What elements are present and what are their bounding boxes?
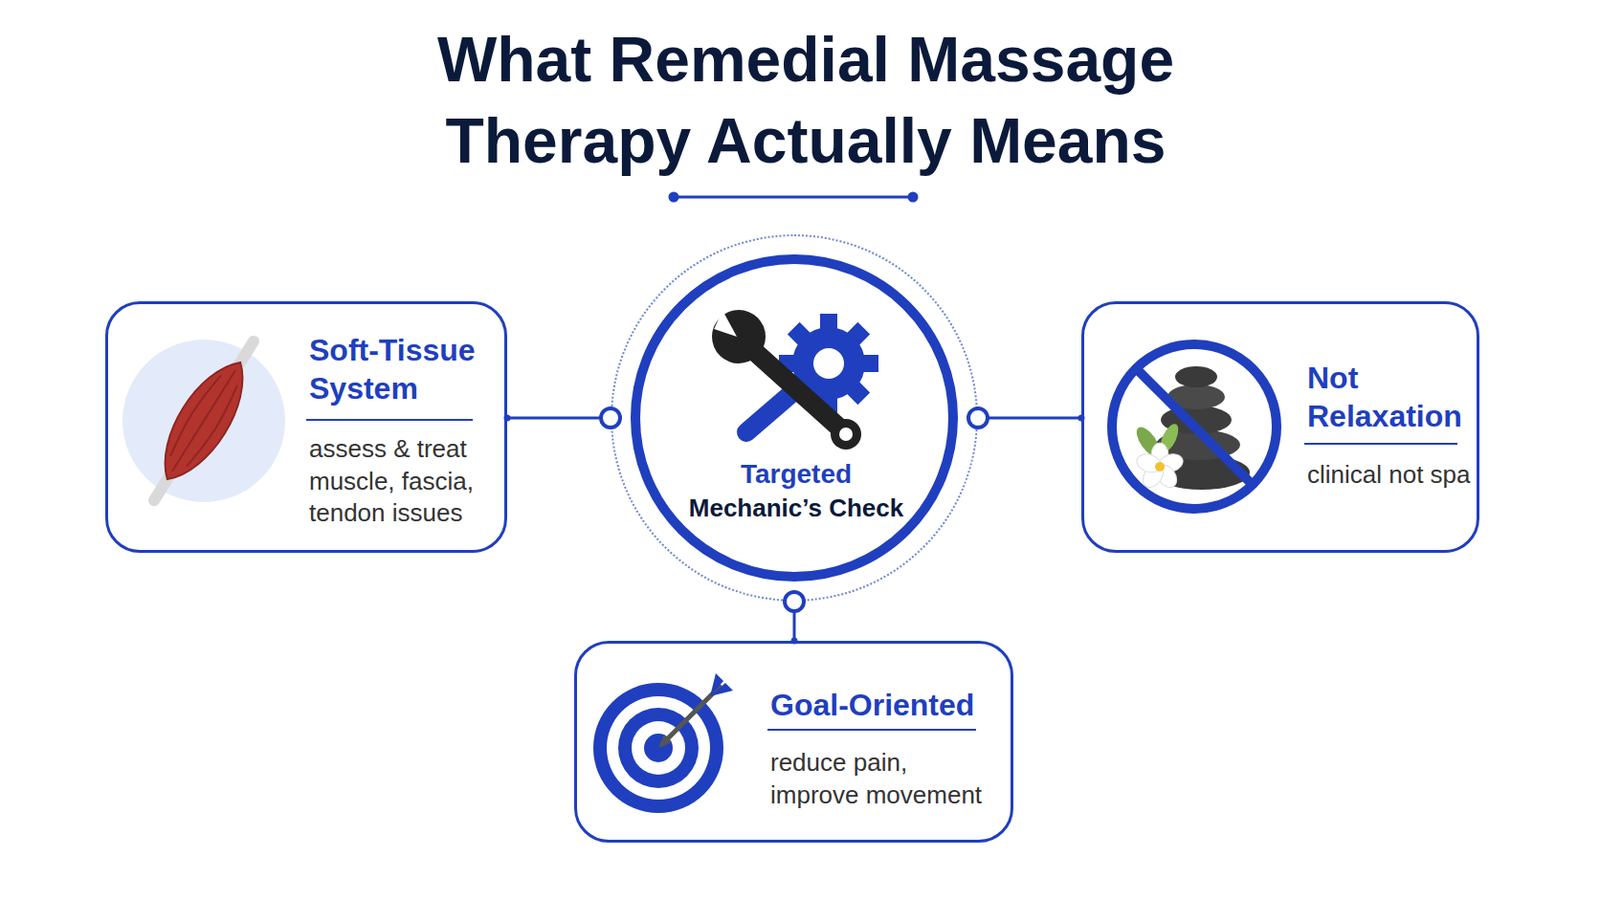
gear-icon: [711, 308, 879, 450]
wrench-notch: [711, 308, 737, 340]
divider-dot: [668, 192, 680, 203]
center-circle: TargetedMechanic’s Check: [610, 234, 978, 602]
connector-end-dot: [504, 415, 512, 423]
connector-end-dot: [1078, 415, 1086, 423]
muscle-icon: [133, 328, 274, 513]
connector-ring: [968, 408, 988, 428]
connector: [968, 408, 1086, 428]
arrow-shaft: [662, 687, 720, 745]
gear-hub: [813, 348, 845, 379]
prohibition-bar: [1135, 368, 1253, 486]
gear-tooth: [857, 355, 879, 373]
target-bullseye: [644, 733, 673, 763]
circle-subheading: Mechanic’s Check: [612, 491, 980, 525]
gear-tooth: [787, 322, 815, 350]
gear-body: [792, 327, 866, 400]
center-ring: [635, 259, 954, 578]
muscle-fibers: [160, 363, 247, 480]
stone: [1155, 429, 1241, 461]
connector-ring: [600, 408, 621, 428]
petal: [1152, 461, 1181, 492]
tendon: [154, 474, 171, 501]
diagram-title: What Remedial Massage Therapy Actually M…: [279, 19, 1333, 182]
stone: [1160, 405, 1232, 435]
heading-underline: [1304, 443, 1458, 445]
box-heading: Not Relaxation: [1307, 358, 1475, 436]
title-divider: [673, 196, 913, 200]
box-heading: Soft-Tissue System: [309, 331, 501, 408]
target-ring: [593, 683, 724, 814]
petal: [1138, 461, 1168, 492]
info-box: Soft-Tissue System assess & treat muscle,…: [105, 301, 508, 554]
gear-tooth: [820, 392, 838, 414]
target-icon: [593, 673, 734, 814]
muscle-belly: [146, 349, 262, 492]
gear-tooth: [843, 377, 870, 405]
info-box: Not Relaxation clinical not spa: [1081, 301, 1480, 554]
connector-line: [977, 417, 1082, 421]
heading-underline: [306, 419, 473, 422]
leaf: [1156, 422, 1182, 456]
icon-background: [1111, 344, 1277, 510]
gear-tooth: [778, 355, 800, 373]
tool-handle: [746, 384, 802, 433]
target-ring: [618, 708, 699, 789]
connector-end-dot: [791, 638, 799, 645]
gear-tooth: [787, 377, 815, 405]
arrow-fletching: [710, 673, 734, 697]
gear-tooth: [843, 322, 870, 350]
petal: [1133, 451, 1163, 476]
icon-background: [122, 339, 286, 503]
prohibition-ring: [1111, 344, 1277, 510]
stone: [1167, 384, 1225, 410]
circle-heading: Targeted: [612, 458, 980, 491]
arrow-head: [658, 734, 672, 749]
wrench-shaft: [744, 342, 841, 429]
tendon: [237, 341, 254, 368]
connector: [784, 592, 804, 645]
stone: [1154, 455, 1250, 490]
connector-ring: [784, 592, 804, 612]
info-box: Goal-Oriented reduce pain, improve moveme…: [574, 641, 1014, 844]
box-body: clinical not spa: [1307, 459, 1480, 492]
gear-tooth: [820, 313, 838, 335]
stone: [1175, 366, 1218, 388]
gear: [778, 313, 879, 414]
connector-line: [793, 601, 797, 642]
petal: [1151, 443, 1169, 468]
flower: [1133, 443, 1185, 492]
box-body: assess & treat muscle, fascia, tendon is…: [309, 433, 506, 531]
target-ring: [606, 696, 711, 800]
divider-dot: [908, 192, 919, 203]
wrench-hole: [839, 427, 853, 442]
wrench-end: [830, 419, 862, 450]
leaf: [1132, 423, 1165, 462]
box-body: reduce pain, improve movement: [770, 747, 986, 812]
petal: [1155, 451, 1185, 476]
box-heading: Goal-Oriented: [770, 686, 1010, 725]
connector: [504, 408, 622, 428]
target-ring: [631, 721, 686, 776]
wrench-jaw: [711, 310, 766, 364]
connector-line: [507, 417, 611, 421]
flower-center: [1155, 462, 1165, 472]
no-spa-icon: [1111, 344, 1277, 510]
heading-underline: [767, 729, 977, 732]
